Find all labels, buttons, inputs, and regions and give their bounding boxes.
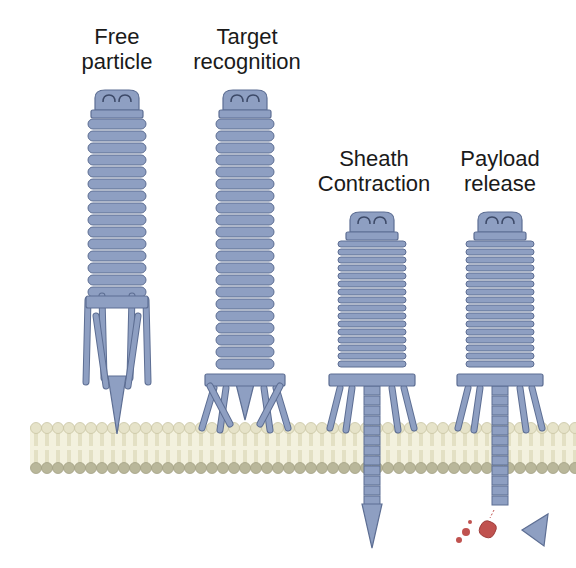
stage-label: Payload release [460, 146, 540, 196]
stage-label: Target recognition [193, 24, 301, 74]
tail-fiber [532, 388, 542, 428]
tail-fiber [146, 300, 148, 382]
baseplate [205, 374, 285, 386]
tail-fiber [392, 388, 398, 430]
tail-fiber [532, 388, 542, 428]
released-spike [522, 514, 548, 546]
contractile-particle [329, 212, 415, 548]
tube [492, 386, 508, 505]
tail-fiber [346, 388, 352, 430]
tail-fiber [474, 388, 480, 430]
contractile-particle [86, 90, 148, 434]
tail-fiber [458, 388, 468, 428]
tail-fiber [128, 316, 138, 386]
sheath [338, 241, 406, 367]
sheath [88, 119, 146, 297]
baseplate [86, 296, 148, 308]
cap [91, 90, 143, 118]
spike [108, 376, 126, 434]
tail-fiber [96, 316, 106, 386]
tail-fiber [210, 386, 230, 424]
tail-fiber [146, 300, 148, 382]
stage-label: Free particle [82, 24, 153, 74]
cap [346, 212, 398, 240]
tail-fiber [520, 388, 526, 430]
payload [456, 510, 496, 543]
tail-fiber [404, 388, 414, 428]
spike [236, 384, 254, 420]
tail-fiber [520, 388, 526, 430]
contractile-particle [202, 90, 288, 430]
spike [362, 504, 382, 548]
tube [364, 386, 380, 505]
tail-fiber [128, 316, 138, 386]
tail-fiber [260, 386, 280, 424]
tail-fiber [96, 316, 106, 386]
tail-fiber [86, 300, 88, 382]
tail-fiber [458, 388, 468, 428]
tail-fiber [210, 386, 230, 424]
sheath [466, 241, 534, 367]
stage-label: Sheath Contraction [318, 146, 431, 196]
contractile-particle [457, 212, 548, 546]
baseplate [457, 374, 543, 386]
cap [219, 90, 271, 118]
tail-fiber [404, 388, 414, 428]
tail-fiber [474, 388, 480, 430]
tail-fiber [330, 388, 340, 428]
tail-fiber [86, 300, 88, 382]
sheath [216, 119, 274, 369]
tail-fiber [346, 388, 352, 430]
cap [474, 212, 526, 240]
tail-fiber [392, 388, 398, 430]
tail-fiber [260, 386, 280, 424]
baseplate [329, 374, 415, 386]
tail-fiber [330, 388, 340, 428]
